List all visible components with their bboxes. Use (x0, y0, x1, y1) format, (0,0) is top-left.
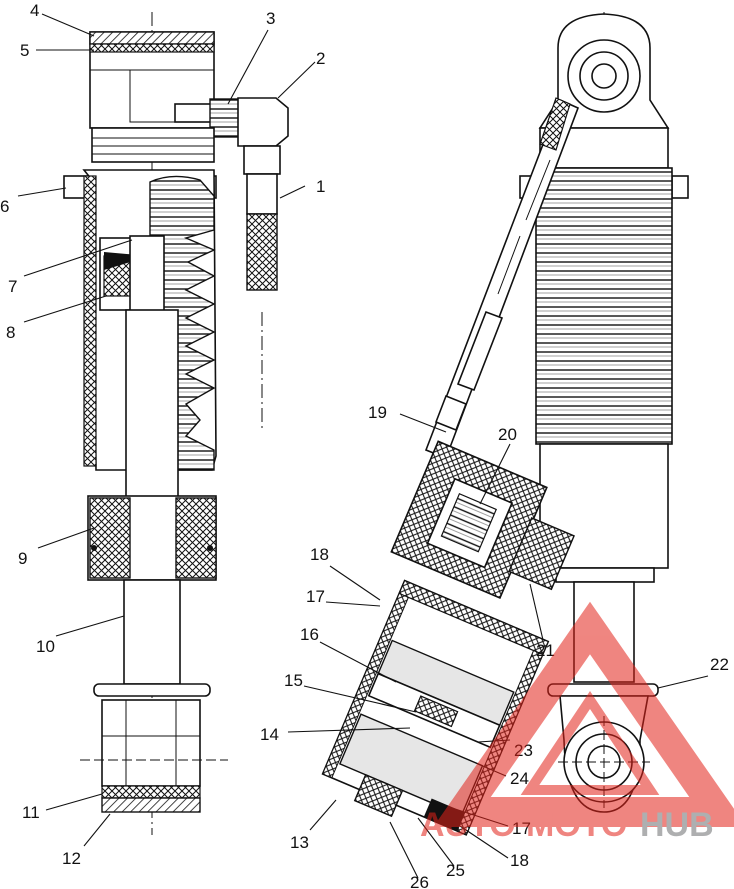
left-sectional-view (63, 12, 289, 835)
callout-12: 12 (62, 849, 81, 868)
callout-24: 24 (510, 769, 529, 788)
callout-25: 25 (446, 861, 465, 880)
callout-19: 19 (368, 403, 387, 422)
callout-22: 22 (710, 655, 729, 674)
callout-10: 10 (36, 637, 55, 656)
callout-18-top: 18 (310, 545, 329, 564)
callout-15: 15 (284, 671, 303, 690)
callout-2: 2 (316, 49, 325, 68)
callout-leaders (17, 13, 709, 879)
watermark-text-auto: AUTO (420, 806, 516, 844)
callout-21: 21 (536, 641, 555, 660)
callout-9: 9 (18, 549, 27, 568)
callout-16: 16 (300, 625, 319, 644)
callout-8: 8 (6, 323, 15, 342)
callout-6: 6 (0, 197, 9, 216)
callout-26: 26 (410, 873, 429, 889)
callout-13: 13 (290, 833, 309, 852)
callout-20: 20 (498, 425, 517, 444)
callout-11: 11 (22, 803, 40, 822)
callout-5: 5 (20, 41, 29, 60)
watermark-text-hub: HUB (640, 806, 714, 844)
callout-7: 7 (8, 277, 17, 296)
reservoir-assembly (321, 97, 580, 836)
callout-17-top: 17 (306, 587, 325, 606)
callout-1: 1 (316, 177, 325, 196)
watermark-logo: AUTO MOTO HUB (420, 601, 734, 844)
callout-18-bottom: 18 (510, 851, 529, 870)
callout-4: 4 (30, 1, 39, 20)
callout-14: 14 (260, 725, 279, 744)
callout-3: 3 (266, 9, 275, 28)
watermark-text-moto: MOTO (526, 806, 627, 844)
